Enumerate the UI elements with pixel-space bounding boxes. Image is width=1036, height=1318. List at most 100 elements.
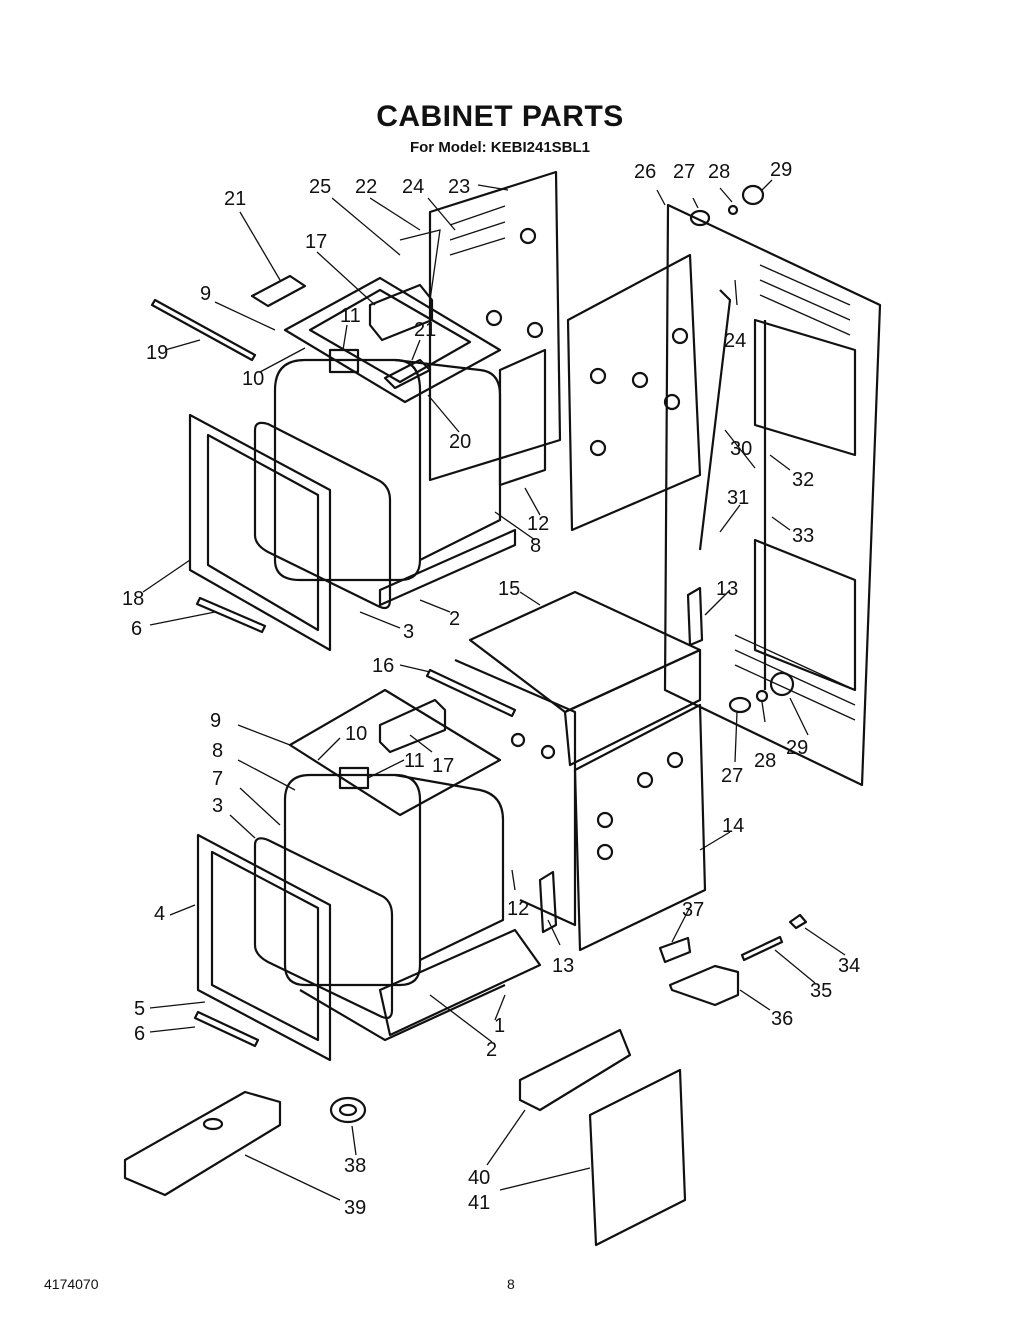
- pin-35: [740, 935, 784, 962]
- leader-18: [142, 559, 191, 593]
- leader-39: [244, 1154, 341, 1201]
- page-title: CABINET PARTS: [376, 100, 624, 133]
- callout-3b: 3: [212, 795, 223, 817]
- leader-36: [739, 989, 771, 1011]
- leader-41: [499, 1167, 591, 1191]
- callout-33: 33: [792, 525, 814, 547]
- callout-2: 2: [449, 608, 460, 630]
- rear-panel: [663, 203, 882, 787]
- bracket-13-upper: [686, 586, 704, 647]
- callout-8b: 8: [212, 740, 223, 762]
- leader-5: [149, 1001, 206, 1009]
- vent-channel-21: [250, 274, 307, 308]
- leader-38: [351, 1125, 357, 1156]
- lower-side-panel: [573, 703, 707, 952]
- callout-32: 32: [792, 469, 814, 491]
- bracket-hole: [519, 227, 537, 245]
- upper-trim-strip: [195, 596, 267, 634]
- leader-13b: [547, 919, 561, 946]
- leader-23: [477, 184, 509, 191]
- leader-15: [519, 591, 541, 606]
- leader-27: [692, 197, 699, 209]
- leader-20: [427, 394, 460, 433]
- rear-vent-slots-bottom: [734, 634, 856, 721]
- callout-21: 21: [224, 188, 246, 210]
- panel-hole: [631, 371, 649, 389]
- callout-38: 38: [344, 1155, 366, 1177]
- panel-hole: [596, 811, 614, 829]
- callout-27: 27: [673, 161, 695, 183]
- callout-19: 19: [146, 342, 168, 364]
- oven-liner-side: [394, 358, 502, 561]
- callout-4: 4: [154, 903, 165, 925]
- callout-14: 14: [722, 815, 744, 837]
- callout-27b: 27: [721, 765, 743, 787]
- bracket-hole: [485, 309, 503, 327]
- callout-24b: 24: [724, 330, 746, 352]
- lower-top-cover: [288, 688, 502, 817]
- cap-29-upper: [741, 184, 765, 206]
- callout-2b: 2: [486, 1039, 497, 1061]
- model-subtitle: For Model: KEBI241SBL1: [409, 139, 591, 156]
- top-bracket-panel: [428, 170, 562, 482]
- callout-15: 15: [498, 578, 520, 600]
- panel-hole: [663, 393, 681, 411]
- support-bar-19: [150, 298, 257, 362]
- leader-8: [494, 511, 536, 541]
- callout-12: 12: [527, 513, 549, 535]
- callout-26: 26: [634, 161, 656, 183]
- leader-16: [399, 664, 431, 673]
- oven-top-cover: [283, 276, 502, 404]
- callout-9: 9: [200, 283, 211, 305]
- leader-32: [769, 454, 791, 471]
- lower-door-frame-inner: [210, 850, 320, 1042]
- oven-top-cover-inner: [308, 288, 472, 384]
- callout-37: 37: [682, 899, 704, 921]
- leader-33: [771, 516, 791, 531]
- callout-8: 8: [530, 535, 541, 557]
- panel-hole: [671, 327, 689, 345]
- callout-20: 20: [449, 431, 471, 453]
- lamp-27-upper: [689, 209, 711, 227]
- panel-hole: [596, 843, 614, 861]
- loose-parts: [123, 913, 808, 1247]
- callout-11: 11: [340, 305, 361, 327]
- callout-34: 34: [838, 955, 860, 977]
- leader-28: [719, 187, 733, 203]
- rear-vent-slots-top: [759, 264, 851, 336]
- callout-13: 13: [716, 578, 738, 600]
- wall-hole: [540, 744, 556, 760]
- bracket-13-lower: [538, 870, 558, 934]
- callout-17b: 17: [432, 755, 454, 777]
- leader-2: [419, 599, 451, 613]
- vent-channel-21b: [383, 358, 432, 390]
- leader-10b: [317, 737, 341, 761]
- lower-oven-liner-side: [394, 773, 505, 961]
- callout-numbers: 21 25 22 24 23 26 27 28 29 17 9 19 11 21…: [122, 159, 860, 1219]
- leader-1: [494, 994, 506, 1021]
- leader-7: [239, 787, 281, 826]
- leader-3: [359, 611, 401, 629]
- grommet-28-upper: [727, 204, 739, 216]
- callout-35: 35: [810, 980, 832, 1002]
- leader-13: [704, 589, 731, 616]
- leader-24b: [734, 279, 738, 306]
- callout-10b: 10: [345, 723, 367, 745]
- leader-8b: [237, 759, 296, 791]
- lower-door-frame: [196, 833, 332, 1062]
- lower-oven-liner-front: [283, 773, 422, 987]
- rod-30: [698, 289, 732, 551]
- callout-41: 41: [468, 1192, 490, 1214]
- leader-28b: [761, 701, 766, 723]
- clip-37: [658, 936, 692, 964]
- leader-6b: [149, 1026, 196, 1033]
- upper-door-frame: [188, 413, 332, 652]
- leader-11: [342, 324, 348, 351]
- leader-12: [524, 487, 541, 516]
- oven-bottom-rail: [378, 528, 517, 607]
- upper-oven-assembly: [150, 170, 562, 652]
- cap-29-lower: [769, 671, 795, 697]
- callout-17: 17: [305, 231, 327, 253]
- upper-door-frame-inner: [206, 433, 320, 632]
